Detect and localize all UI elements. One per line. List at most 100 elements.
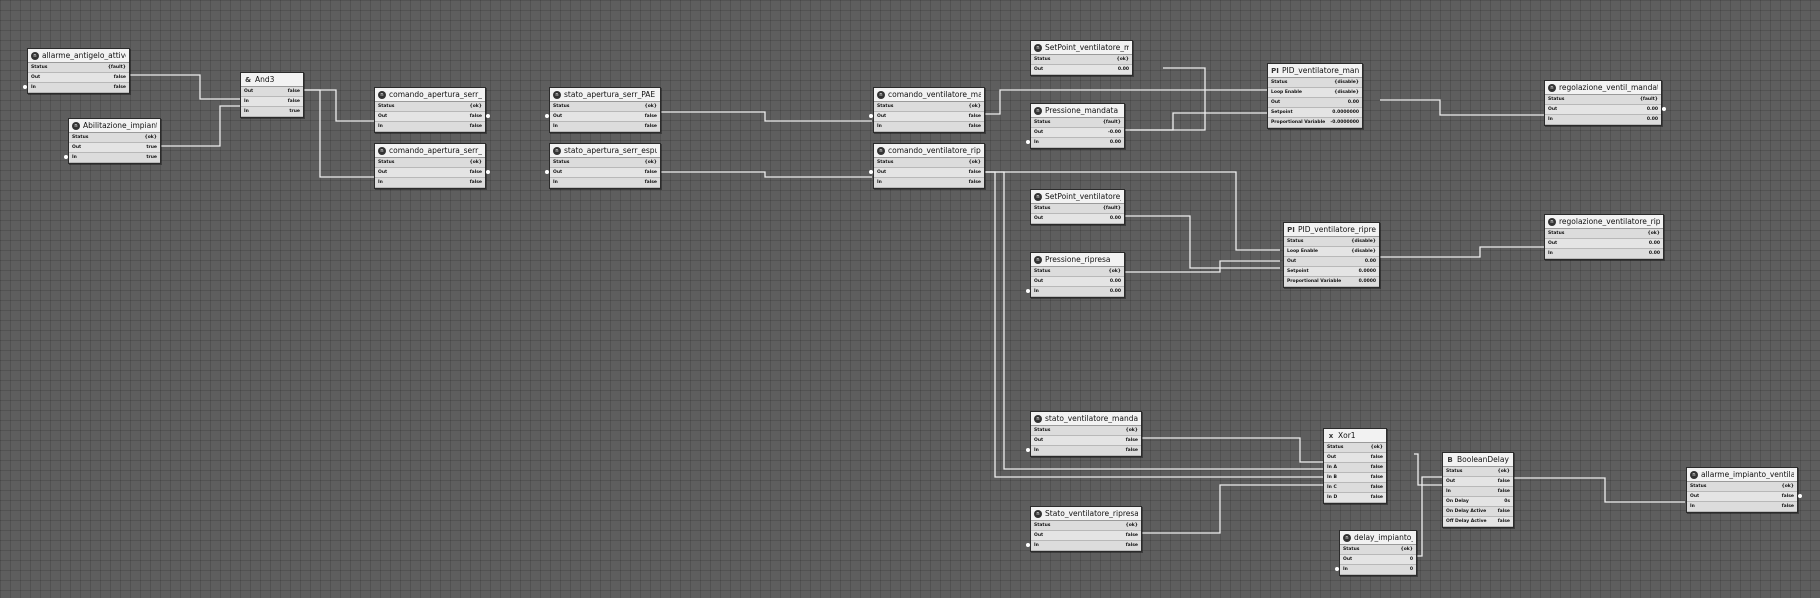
- output-port-icon[interactable]: [1798, 494, 1802, 498]
- output-port-icon[interactable]: [1662, 107, 1666, 111]
- slot[interactable]: Status{ok}: [1443, 467, 1513, 477]
- slot[interactable]: Status{ok}: [550, 158, 660, 168]
- node-header[interactable]: nSetPoint_ventilatore_ripre...: [1031, 190, 1124, 204]
- output-port-icon[interactable]: [486, 114, 490, 118]
- input-port-icon[interactable]: [869, 170, 873, 174]
- slot[interactable]: Status{fault}: [28, 63, 129, 73]
- slot[interactable]: Status{ok}: [1687, 482, 1797, 492]
- input-port-icon[interactable]: [1335, 567, 1339, 571]
- slot[interactable]: Status{ok}: [375, 102, 485, 112]
- slot[interactable]: Status{ok}: [1031, 521, 1141, 531]
- input-port-icon[interactable]: [64, 155, 68, 159]
- slot[interactable]: Status{ok}: [69, 133, 160, 143]
- slot[interactable]: Status{ok}: [1340, 545, 1416, 555]
- slot[interactable]: Status{fault}: [1031, 204, 1124, 214]
- slot[interactable]: Status{ok}: [1031, 55, 1132, 65]
- slot[interactable]: Loop Enable{disable}: [1284, 247, 1379, 257]
- slot[interactable]: Status{disable}: [1284, 237, 1379, 247]
- input-port-icon[interactable]: [1026, 140, 1030, 144]
- input-port-icon[interactable]: [1026, 448, 1030, 452]
- node-header[interactable]: &And3: [241, 73, 303, 87]
- slot[interactable]: Status{ok}: [1031, 267, 1124, 277]
- slot[interactable]: Status{ok}: [1324, 443, 1386, 453]
- slot[interactable]: Status{ok}: [1545, 229, 1663, 239]
- slot[interactable]: Status{ok}: [550, 102, 660, 112]
- slot[interactable]: Loop Enable{disable}: [1268, 88, 1362, 98]
- input-port-icon[interactable]: [869, 114, 873, 118]
- slot[interactable]: Proportional Variable-0.0000000: [1268, 118, 1362, 128]
- input-port-icon[interactable]: [1026, 543, 1030, 547]
- slot[interactable]: Status{fault}: [1031, 118, 1124, 128]
- output-port-icon[interactable]: [486, 170, 490, 174]
- slot[interactable]: Out-0.00: [1031, 128, 1124, 138]
- slot[interactable]: Status{ok}: [1031, 426, 1141, 436]
- slot[interactable]: Status{ok}: [874, 158, 984, 168]
